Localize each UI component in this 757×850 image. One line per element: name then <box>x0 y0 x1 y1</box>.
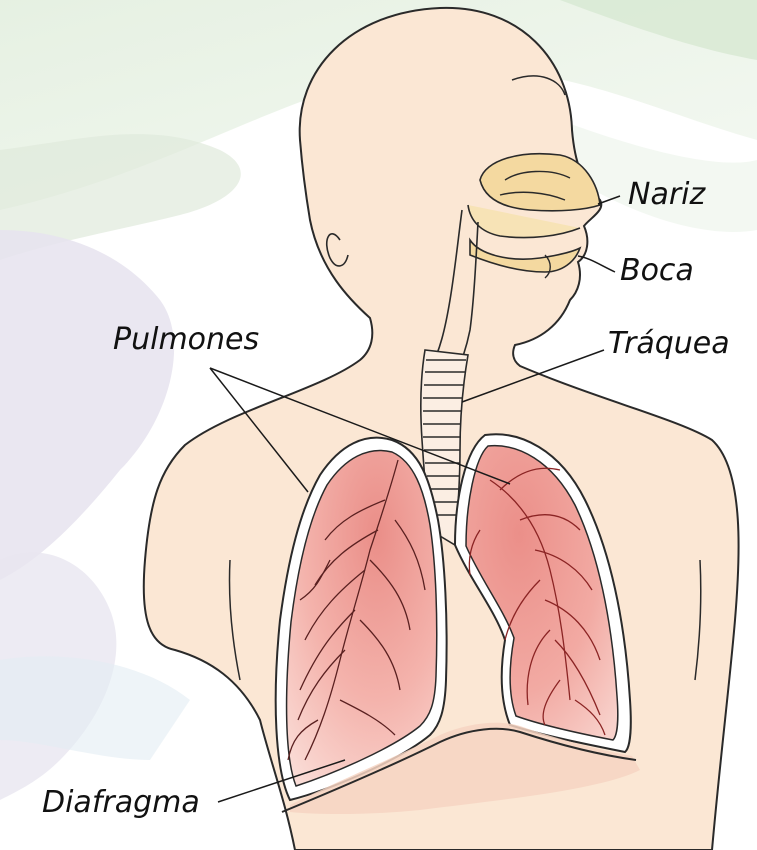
label-diafragma: Diafragma <box>42 786 200 820</box>
label-nariz: Nariz <box>628 178 705 212</box>
label-traquea: Tráquea <box>608 327 730 361</box>
boca-leader-line <box>578 256 615 272</box>
label-pulmones: Pulmones <box>113 323 259 357</box>
label-boca: Boca <box>620 254 694 288</box>
